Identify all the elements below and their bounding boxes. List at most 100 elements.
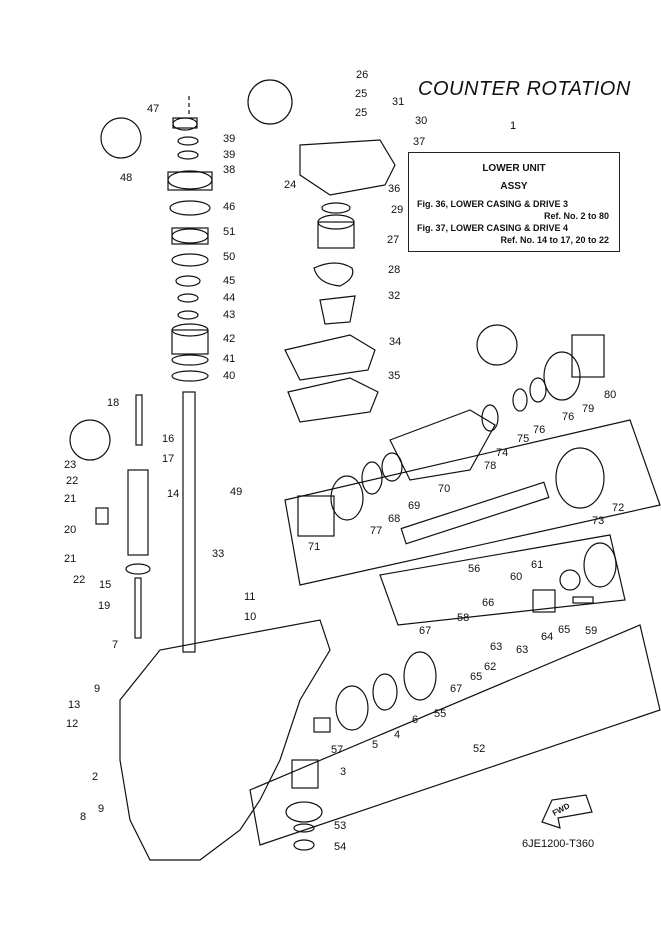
part-clutch-60 bbox=[532, 589, 556, 613]
callout-33: 33 bbox=[212, 548, 224, 560]
ref-fig37-refno: Ref. No. 14 to 17, 20 to 22 bbox=[500, 235, 609, 245]
callout-25: 25 bbox=[355, 88, 367, 100]
callout-44: 44 bbox=[223, 292, 235, 304]
part-shift-14 bbox=[127, 469, 149, 556]
part-ring-43 bbox=[177, 310, 199, 320]
callout-31: 31 bbox=[392, 96, 404, 108]
callout-69: 69 bbox=[408, 500, 420, 512]
callout-39: 39 bbox=[223, 149, 235, 161]
part-housing-38 bbox=[167, 170, 213, 190]
callout-41: 41 bbox=[223, 353, 235, 365]
callout-74: 74 bbox=[496, 447, 508, 459]
ref-number: 1 bbox=[510, 120, 517, 132]
callout-51: 51 bbox=[223, 226, 235, 238]
callout-77: 77 bbox=[370, 525, 382, 537]
callout-61: 61 bbox=[531, 559, 543, 571]
callout-45: 45 bbox=[223, 275, 235, 287]
callout-15: 15 bbox=[99, 579, 111, 591]
callout-25: 25 bbox=[355, 107, 367, 119]
callout-78: 78 bbox=[484, 460, 496, 472]
callout-40: 40 bbox=[223, 370, 235, 382]
detail-bubble-shift bbox=[69, 419, 111, 461]
callout-20: 20 bbox=[64, 524, 76, 536]
callout-28: 28 bbox=[388, 264, 400, 276]
callout-11: 11 bbox=[244, 591, 255, 603]
part-oring-46 bbox=[169, 200, 211, 216]
callout-3: 3 bbox=[340, 766, 346, 778]
callout-46: 46 bbox=[223, 201, 235, 213]
callout-65: 65 bbox=[470, 671, 482, 683]
callout-50: 50 bbox=[223, 251, 235, 263]
part-plate-28 bbox=[313, 262, 354, 287]
part-bearing-5 bbox=[335, 685, 369, 731]
callout-79: 79 bbox=[582, 403, 594, 415]
part-washer-50 bbox=[171, 253, 209, 267]
part-ring-40 bbox=[171, 370, 209, 382]
callout-72: 72 bbox=[612, 502, 624, 514]
callout-38: 38 bbox=[223, 164, 235, 176]
detail-bubble-top bbox=[247, 79, 293, 125]
callout-43: 43 bbox=[223, 309, 235, 321]
part-ring-39b bbox=[177, 150, 199, 160]
part-driveshaft-49 bbox=[182, 391, 196, 653]
part-ring-76a bbox=[529, 377, 547, 403]
callout-8: 8 bbox=[80, 811, 86, 823]
part-pinion-gear bbox=[285, 801, 323, 823]
part-sensor-57 bbox=[313, 717, 331, 733]
callout-71: 71 bbox=[308, 541, 320, 553]
callout-22: 22 bbox=[66, 475, 78, 487]
callout-9: 9 bbox=[98, 803, 104, 815]
callout-39: 39 bbox=[223, 133, 235, 145]
callout-19: 19 bbox=[98, 600, 110, 612]
heading-counter-rotation: COUNTER ROTATION bbox=[418, 78, 631, 100]
callout-30: 30 bbox=[415, 115, 427, 127]
part-washer-53 bbox=[293, 823, 315, 833]
callout-14: 14 bbox=[167, 488, 179, 500]
callout-49: 49 bbox=[230, 486, 242, 498]
callout-16: 16 bbox=[162, 433, 174, 445]
part-gasket-35 bbox=[287, 377, 379, 423]
part-bushing-3 bbox=[291, 759, 319, 789]
drawing-code: 6JE1200-T360 bbox=[522, 838, 595, 850]
part-rod-19 bbox=[134, 577, 142, 639]
callout-56: 56 bbox=[468, 563, 480, 575]
callout-80: 80 bbox=[604, 389, 616, 401]
callout-76: 76 bbox=[562, 411, 574, 423]
part-oring-77 bbox=[330, 475, 364, 521]
callout-27: 27 bbox=[387, 234, 399, 246]
callout-63: 63 bbox=[490, 641, 502, 653]
callout-42: 42 bbox=[223, 333, 235, 345]
group-frame-forward-gear bbox=[379, 534, 626, 626]
fwd-arrow-icon bbox=[541, 794, 593, 829]
detail-bubble-right bbox=[476, 324, 518, 366]
detail-bubble-left bbox=[100, 117, 142, 159]
callout-47: 47 bbox=[147, 103, 159, 115]
callout-75: 75 bbox=[517, 433, 529, 445]
callout-52: 52 bbox=[473, 743, 485, 755]
part-shim-6 bbox=[372, 673, 398, 711]
part-gasket-34 bbox=[284, 334, 376, 381]
part-carrier-70 bbox=[389, 409, 496, 481]
callout-22: 22 bbox=[73, 574, 85, 586]
part-nut-54 bbox=[293, 839, 315, 851]
callout-67: 67 bbox=[450, 683, 462, 695]
callout-73: 73 bbox=[592, 515, 604, 527]
callout-48: 48 bbox=[120, 172, 132, 184]
part-bearing-42 bbox=[171, 329, 209, 355]
group-frame-pinion bbox=[249, 624, 661, 846]
part-pump-housing-24 bbox=[299, 139, 396, 196]
part-ring-75 bbox=[512, 388, 528, 412]
callout-68: 68 bbox=[388, 513, 400, 525]
callout-13: 13 bbox=[68, 699, 80, 711]
callout-35: 35 bbox=[388, 370, 400, 382]
callout-63: 63 bbox=[516, 644, 528, 656]
part-ring-44 bbox=[177, 293, 199, 303]
callout-58: 58 bbox=[457, 612, 469, 624]
ref-fig36: Fig. 36, LOWER CASING & DRIVE 3 bbox=[417, 199, 569, 209]
callout-29: 29 bbox=[391, 204, 403, 216]
callout-2: 2 bbox=[92, 771, 98, 783]
callout-5: 5 bbox=[372, 739, 378, 751]
callout-36: 36 bbox=[388, 183, 400, 195]
part-oring-15 bbox=[125, 563, 151, 575]
